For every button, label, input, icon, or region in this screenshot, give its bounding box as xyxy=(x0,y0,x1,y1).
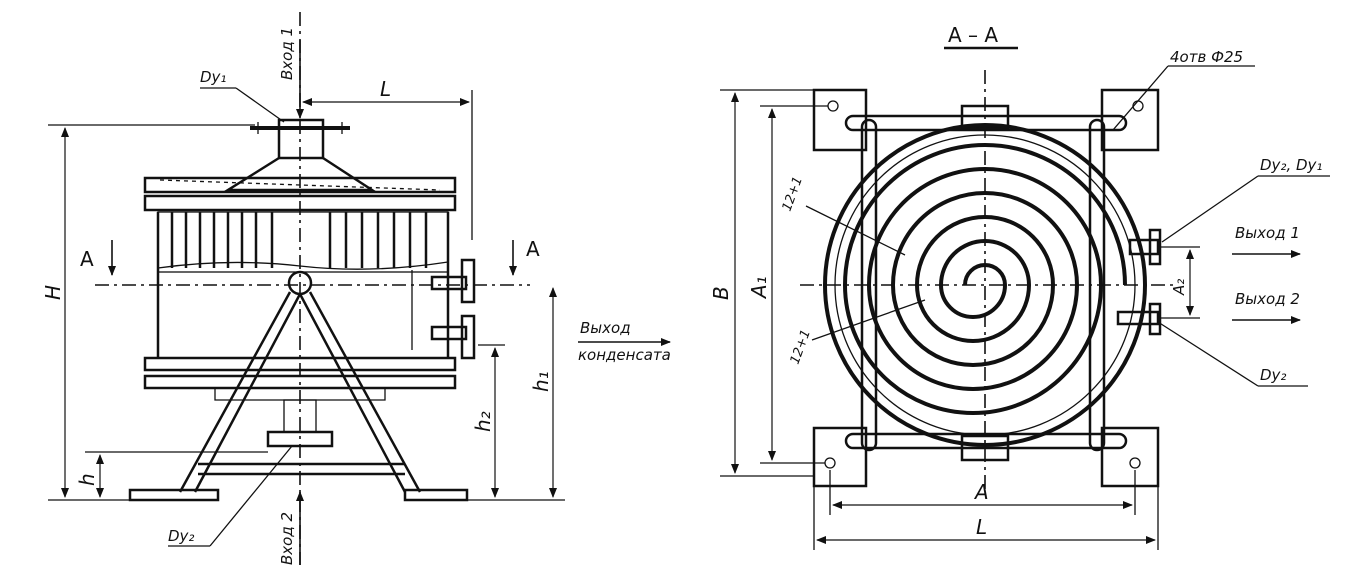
section-A-left-label: A xyxy=(80,247,94,271)
condensate-label-1: Выход xyxy=(580,319,631,337)
section-A-right-label: A xyxy=(526,237,540,261)
dim-L-label-left: L xyxy=(380,77,391,101)
dy2-label: Dy₂ xyxy=(168,527,194,545)
section-AA-view: A – A xyxy=(709,23,1330,550)
dim-L-label-right: L xyxy=(976,515,987,539)
turns2-label: 12+1 xyxy=(788,328,814,367)
inner-shell-circle xyxy=(834,134,1136,436)
outer-shell-circle xyxy=(823,123,1147,447)
support-frame xyxy=(128,270,469,502)
inlet1-label: Вход 1 xyxy=(278,27,296,80)
dimension-h1: h₁ xyxy=(529,287,557,498)
dim-H-label: H xyxy=(41,285,65,300)
dimension-B: B xyxy=(709,89,814,477)
inlet-nozzle xyxy=(223,40,377,192)
dimension-A: A xyxy=(829,470,1136,515)
section-marker-left: A xyxy=(80,240,116,276)
frame-rails xyxy=(844,104,1128,462)
outlet1-label: Выход 1 xyxy=(1235,224,1300,242)
dimension-L-left: L xyxy=(302,77,473,240)
upper-flange-assembly xyxy=(143,176,457,212)
dy21-label: Dy₂, Dy₁ xyxy=(1260,156,1322,174)
section-title: A – A xyxy=(948,23,998,47)
bottom-inlet-nozzle xyxy=(266,399,334,565)
dim-h1-label: h₁ xyxy=(529,371,553,392)
dimension-L-right: L xyxy=(813,486,1159,550)
holes-label: 4отв Ф25 xyxy=(1170,48,1243,66)
condensate-label-2: конденсата xyxy=(578,346,671,364)
dim-A-label: A xyxy=(973,480,989,504)
shell-body xyxy=(156,212,450,358)
side-elevation-view: H h L h₂ h₁ xyxy=(41,12,671,565)
dy2-right-label: Dy₂ xyxy=(1260,366,1286,384)
dimension-h: h xyxy=(75,451,268,498)
dim-h2-label: h₂ xyxy=(471,411,495,432)
dim-A2-label: A₂ xyxy=(1170,279,1188,296)
mounting-plates xyxy=(812,88,1160,488)
dy1-label: Dy₁ xyxy=(200,68,226,86)
dimension-A1: A₁ xyxy=(747,105,828,464)
outlet2-label: Выход 2 xyxy=(1235,290,1300,308)
coil-tube-bundle xyxy=(157,211,449,273)
side-outlet-nozzles xyxy=(430,258,476,360)
dimension-A2: A₂ xyxy=(1160,246,1200,319)
inlet2-label: Вход 2 xyxy=(278,512,296,565)
turns1-label: 12+1 xyxy=(780,175,806,214)
dim-A1-label: A₁ xyxy=(747,276,771,300)
spiral-coil xyxy=(842,143,1127,415)
dimension-h2: h₂ xyxy=(467,344,565,501)
dim-B-label: B xyxy=(709,286,733,300)
dimension-H: H xyxy=(41,124,255,501)
dim-h-label: h xyxy=(75,473,99,486)
section-marker-right: A xyxy=(509,237,540,276)
